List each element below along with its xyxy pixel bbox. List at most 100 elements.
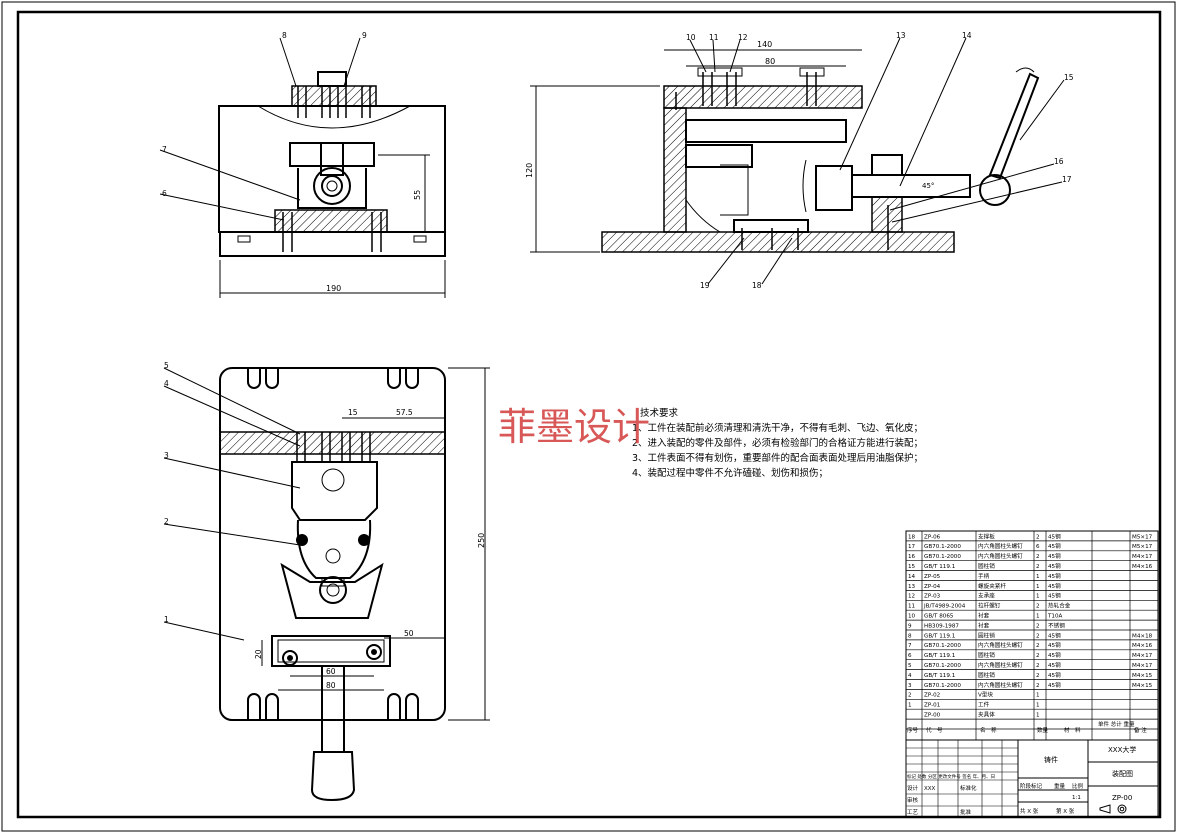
- bom-cell-name: 手柄: [978, 572, 990, 580]
- balloon-4: 4: [164, 379, 169, 388]
- bom-cell-mat: 45钢: [1048, 661, 1061, 669]
- bom-cell-qty: 2: [1036, 633, 1040, 639]
- balloon-12: 12: [738, 33, 748, 42]
- bom-header-weight: 单件 总计 重量: [1098, 720, 1135, 728]
- bom-cell-name: 圆柱销: [978, 671, 995, 679]
- bom-cell-note: M5×17: [1132, 544, 1153, 550]
- bom-cell-qty: 2: [1036, 673, 1040, 679]
- tb-stage-label: 阶段标记: [1020, 782, 1043, 790]
- tb-scale: 1:1: [1072, 795, 1081, 801]
- tb-designer-label: 设计: [907, 784, 919, 792]
- balloon-16: 16: [1054, 157, 1064, 166]
- bom-cell-no: 4: [908, 673, 912, 679]
- bom-cell-mat: 45钢: [1048, 631, 1061, 639]
- bom-cell-note: M4×15: [1132, 683, 1153, 689]
- bom-cell-code: GB/T 119.1: [924, 673, 956, 679]
- bom-cell-name: 夹具体: [978, 711, 995, 719]
- bom-header-code: 代 号: [926, 726, 943, 734]
- bom-cell-name: 拉杆螺钉: [978, 602, 1001, 610]
- bom-cell-no: 8: [908, 633, 912, 639]
- bom-header-qty: 数量: [1037, 726, 1049, 734]
- bom-cell-name: 工件: [978, 701, 990, 709]
- balloon-3: 3: [164, 451, 169, 460]
- bom-cell-no: 9: [908, 623, 912, 629]
- balloon-19: 19: [700, 281, 710, 290]
- bom-cell-note: M4×17: [1132, 554, 1153, 560]
- balloon-11: 11: [709, 33, 719, 42]
- tb-drawing-no: ZP-00: [1112, 794, 1132, 802]
- bom-cell-no: 17: [908, 544, 916, 550]
- bom-cell-no: 18: [908, 534, 916, 540]
- plan-c-dim: 50: [404, 629, 414, 638]
- bom-cell-code: ZP-00: [924, 713, 941, 719]
- tb-review-label: 审核: [907, 796, 919, 804]
- bom-cell-code: ZP-03: [924, 594, 941, 600]
- tb-std-label: 标准化: [960, 784, 977, 792]
- bom-cell-code: ZP-01: [924, 703, 941, 709]
- bom-cell-name: 支撑板: [978, 532, 995, 540]
- tb-sheet-no: 第 X 张: [1056, 807, 1075, 815]
- balloon-17: 17: [1062, 175, 1072, 184]
- watermark: 菲墨设计: [498, 405, 650, 449]
- bom-cell-name: 螺旋夹紧杆: [978, 582, 1006, 590]
- bom-cell-name: 圆柱销: [978, 562, 995, 570]
- bom-cell-mat: 45钢: [1048, 681, 1061, 689]
- bom-cell-code: GB70.1-2000: [924, 683, 961, 689]
- bom-cell-mat: 45钢: [1048, 572, 1061, 580]
- balloon-7: 7: [162, 145, 167, 154]
- plan-view: 250 15 57.5 50 20 60 80: [219, 367, 490, 802]
- tb-weight-label: 重量: [1054, 782, 1066, 790]
- plan-height-dim: 250: [477, 533, 486, 548]
- part-balloons: 8 9 7 6 10 11 12 13 14 15 16 17 19 18 5 …: [159, 31, 1074, 641]
- balloon-15: 15: [1064, 73, 1074, 82]
- bom-cell-no: 12: [908, 594, 915, 600]
- bom-cell-qty: 1: [1036, 574, 1040, 580]
- bom-header-name: 名 称: [980, 726, 997, 734]
- balloon-13: 13: [896, 31, 906, 40]
- tb-scale-label: 比例: [1072, 782, 1084, 790]
- bom-cell-name: 内六角圆柱头螺钉: [978, 641, 1023, 649]
- bom-cell-no: 7: [908, 643, 912, 649]
- bom-cell-no: 2: [908, 693, 912, 699]
- tech-req-3: 3、工件表面不得有划伤，重要部件的配合面表面处理后用油脂保护；: [632, 452, 923, 464]
- balloon-9: 9: [362, 31, 367, 40]
- bom-cell-no: 3: [908, 683, 912, 689]
- balloon-14: 14: [962, 31, 972, 40]
- balloon-1: 1: [164, 615, 169, 624]
- bom-cell-qty: 2: [1036, 604, 1040, 610]
- tech-req-2: 2、进入装配的零件及部件，必须有检验部门的合格证方能进行装配；: [632, 437, 923, 449]
- side-total-dim: 140: [757, 40, 772, 49]
- bom-cell-mat: 45钢: [1048, 542, 1061, 550]
- bom-cell-no: 15: [908, 564, 916, 570]
- bom-cell-code: HB309-1987: [924, 623, 959, 629]
- bom-cell-no: 11: [908, 604, 916, 610]
- balloon-2: 2: [164, 517, 169, 526]
- bom-cell-qty: 1: [1036, 614, 1040, 620]
- plan-a-dim: 15: [348, 408, 358, 417]
- projection-symbol-icon: [1099, 804, 1127, 814]
- tb-school: XXX大学: [1108, 745, 1136, 754]
- bom-cell-mat: 45钢: [1048, 582, 1061, 590]
- bom-cell-name: V型块: [978, 691, 993, 699]
- bom-cell-qty: 6: [1036, 544, 1040, 550]
- bom-cell-mat: 45钢: [1048, 671, 1061, 679]
- bom-cell-no: 16: [908, 554, 916, 560]
- bom-cell-qty: 2: [1036, 683, 1040, 689]
- front-view: 190 55: [218, 71, 446, 298]
- bom-cell-name: 内六角圆柱头螺钉: [978, 681, 1023, 689]
- bom-cell-code: JB/T4989-2004: [923, 604, 966, 610]
- bom-cell-name: 衬套: [978, 621, 990, 629]
- tb-material: 铸件: [1044, 755, 1058, 764]
- angle-dim: 45°: [922, 182, 934, 190]
- tb-drawing-name: 装配图: [1112, 769, 1133, 778]
- balloon-6: 6: [162, 189, 167, 198]
- bom-cell-mat: 45钢: [1048, 532, 1061, 540]
- bom-cell-mat: 45钢: [1048, 592, 1061, 600]
- bom-cell-code: GB/T 8065: [924, 614, 954, 620]
- balloon-10: 10: [686, 33, 696, 42]
- bom-cell-mat: 不锈钢: [1048, 621, 1065, 629]
- bom-cell-qty: 1: [1036, 584, 1040, 590]
- tb-approve-label: 批准: [960, 808, 972, 816]
- bom-cell-name: 支承座: [978, 592, 995, 600]
